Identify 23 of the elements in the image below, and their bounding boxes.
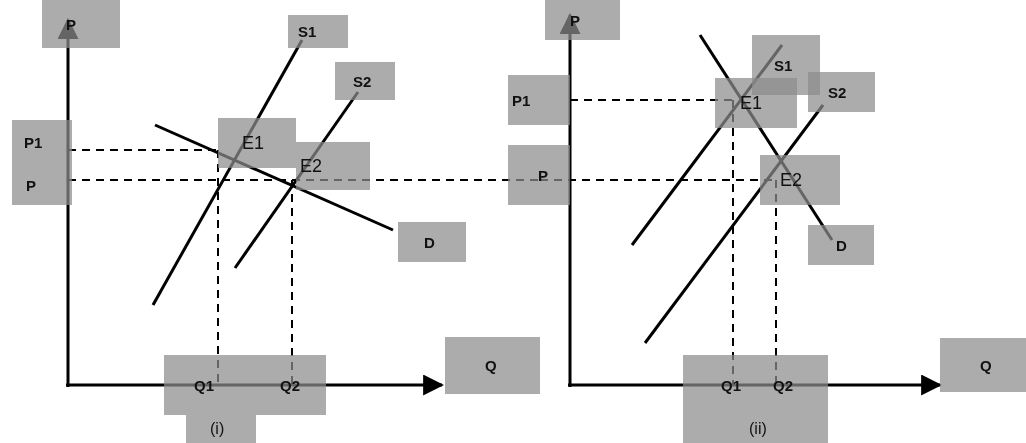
curve-label: S2 <box>808 72 875 112</box>
axis-label: Q1 <box>683 355 755 415</box>
panel-label: (ii) <box>683 415 828 443</box>
point-label: E2 <box>296 142 370 190</box>
curve-label: D <box>398 222 466 262</box>
axis-label: P1 <box>508 75 570 125</box>
axis-label: P <box>508 145 570 205</box>
axis-label: P <box>12 165 72 205</box>
curve-label: S2 <box>335 62 395 100</box>
curve-label: S1 <box>288 15 348 48</box>
axis-label: P1 <box>12 120 72 165</box>
axis-label: Q <box>940 338 1026 392</box>
axis-label: Q2 <box>245 355 326 415</box>
axis-label: Q <box>445 337 540 394</box>
axis-label: P <box>42 0 120 48</box>
point-label: E1 <box>218 118 296 168</box>
axis-label: Q1 <box>164 355 245 415</box>
panel-label: (i) <box>186 415 256 443</box>
axis-label: P <box>545 0 620 40</box>
axis-label: Q2 <box>755 355 828 415</box>
curve-label: D <box>808 225 874 265</box>
point-label: E2 <box>760 155 840 205</box>
point-label: E1 <box>715 78 797 128</box>
